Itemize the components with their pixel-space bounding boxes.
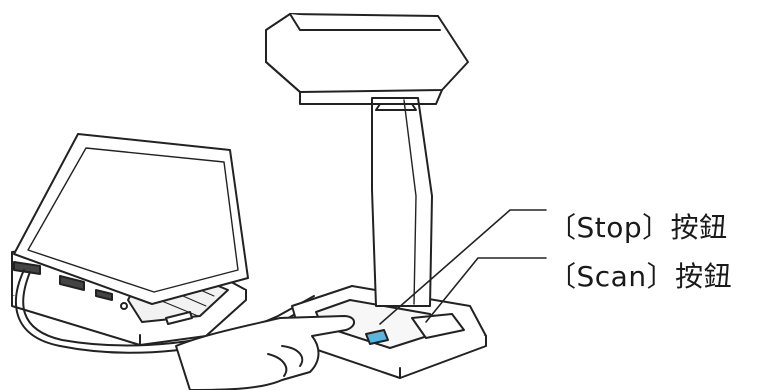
hand [175,315,355,390]
scanner [265,13,487,379]
laptop [11,133,249,346]
stop-leader-line [379,209,547,325]
stop-button-callout: 〔Stop〕按鈕 [548,211,728,244]
scan-button-callout: 〔Scan〕按鈕 [548,260,733,293]
scan-leader-line [425,257,547,323]
